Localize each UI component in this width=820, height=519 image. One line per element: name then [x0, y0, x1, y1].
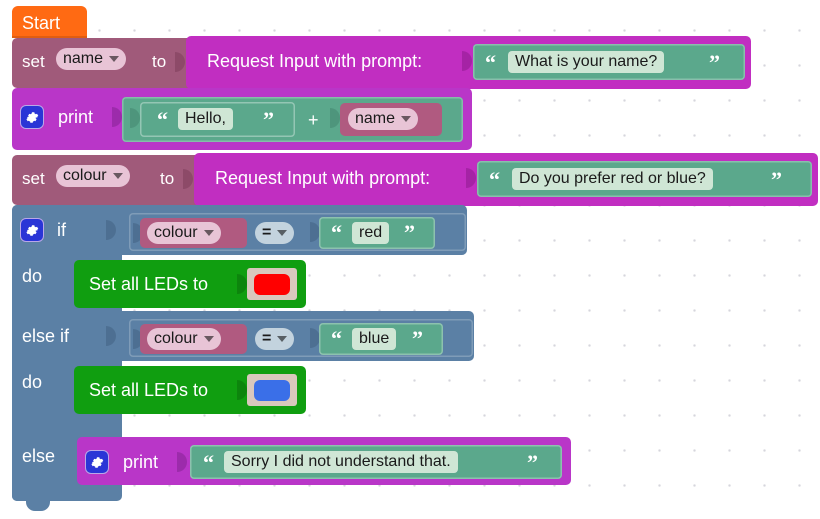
text-field-2[interactable]: Do you prefer red or blue? [512, 168, 713, 190]
set-leds-colour-socket-1 [237, 274, 247, 294]
set-colour-value-socket [183, 169, 193, 189]
chevron-down-icon [112, 173, 123, 179]
quote-close-red: ” [404, 220, 415, 245]
quote-close-hello: ” [263, 107, 274, 132]
concat-right-socket [330, 108, 340, 128]
colour-swatch-red [254, 273, 290, 295]
do-label-2: do [22, 372, 43, 392]
if-bottom-notch [26, 501, 50, 511]
quote-open-1: “ [485, 50, 496, 75]
quote-close-sorry: ” [527, 450, 538, 475]
print-socket-2 [177, 452, 187, 472]
quote-open-sorry: “ [203, 450, 214, 475]
else-label: else [22, 446, 56, 466]
if-label: if [57, 220, 66, 240]
chevron-down-icon [203, 230, 214, 236]
text-field-value-hello: Hello, [185, 110, 226, 127]
set-name-variable-label: name [63, 50, 104, 67]
variable-get-colour-dropdown-1[interactable]: colour [147, 222, 221, 244]
quote-close-blue: ” [412, 326, 423, 351]
variable-get-colour-label-1: colour [154, 224, 198, 241]
quote-open-blue: “ [331, 326, 342, 351]
chevron-down-icon [277, 336, 288, 342]
if-condition-socket-2 [106, 326, 116, 346]
quote-open-hello: “ [157, 107, 168, 132]
variable-get-name-dropdown[interactable]: name [348, 108, 419, 130]
set-name-to-label: to [152, 52, 167, 71]
compare-operator-label-1: = [262, 224, 272, 241]
text-field-value-2: Do you prefer red or blue? [519, 170, 706, 187]
set-name-value-socket [175, 52, 185, 72]
elseif-label: else if [22, 326, 70, 346]
colour-swatch-blue [254, 379, 290, 401]
text-field-value-red: red [359, 224, 383, 241]
variable-get-colour-dropdown-2[interactable]: colour [147, 328, 221, 350]
quote-open-red: “ [331, 220, 342, 245]
set-leds-label-1: Set all LEDs to [89, 274, 209, 294]
set-colour-to-label: to [160, 169, 175, 188]
text-field-value-1: What is your name? [515, 53, 658, 70]
request-input-label-1: Request Input with prompt: [207, 51, 423, 71]
start-block[interactable]: Start [12, 6, 87, 38]
text-field-red[interactable]: red [352, 222, 390, 244]
print-socket-1 [112, 107, 122, 127]
request-input-label-2: Request Input with prompt: [215, 168, 431, 188]
start-label: Start [22, 13, 61, 33]
quote-close-1: ” [709, 50, 720, 75]
compare-operator-label-2: = [262, 330, 272, 347]
compare-left-socket-1 [133, 223, 143, 243]
do-label-1: do [22, 266, 43, 286]
chevron-down-icon [401, 116, 412, 122]
colour-field-1[interactable] [247, 268, 297, 300]
set-colour-variable-label: colour [63, 167, 107, 184]
set-name-set-label: set [22, 52, 45, 71]
variable-get-name-label: name [355, 110, 396, 127]
gear-icon[interactable] [20, 218, 44, 242]
compare-right-socket-1 [310, 222, 320, 242]
request-input-socket-1 [462, 51, 472, 71]
compare-operator-dropdown-1[interactable]: = [255, 222, 295, 244]
compare-right-socket-2 [310, 328, 320, 348]
set-leds-label-2: Set all LEDs to [89, 380, 209, 400]
print-label-2: print [123, 452, 159, 472]
concat-left-socket [130, 108, 140, 128]
print-label-1: print [58, 107, 94, 127]
variable-get-colour-label-2: colour [154, 330, 198, 347]
request-input-socket-2 [466, 168, 476, 188]
text-field-blue[interactable]: blue [352, 328, 397, 350]
quote-open-2: “ [489, 167, 500, 192]
set-name-variable-dropdown[interactable]: name [56, 48, 127, 70]
text-field-sorry[interactable]: Sorry I did not understand that. [224, 451, 458, 473]
quote-close-2: ” [771, 167, 782, 192]
text-field-value-blue: blue [359, 330, 390, 347]
if-condition-socket-1 [106, 220, 116, 240]
text-field-hello[interactable]: Hello, [178, 108, 233, 130]
text-field-1[interactable]: What is your name? [508, 51, 665, 73]
set-colour-variable-dropdown[interactable]: colour [56, 165, 130, 187]
compare-operator-dropdown-2[interactable]: = [255, 328, 295, 350]
compare-left-socket-2 [133, 329, 143, 349]
concat-operator: + [308, 110, 319, 130]
gear-icon[interactable] [85, 450, 109, 474]
set-colour-set-label: set [22, 169, 45, 188]
set-leds-colour-socket-2 [237, 380, 247, 400]
chevron-down-icon [109, 56, 120, 62]
chevron-down-icon [203, 336, 214, 342]
text-field-value-sorry: Sorry I did not understand that. [231, 453, 451, 470]
colour-field-2[interactable] [247, 374, 297, 406]
chevron-down-icon [277, 230, 288, 236]
gear-icon[interactable] [20, 105, 44, 129]
